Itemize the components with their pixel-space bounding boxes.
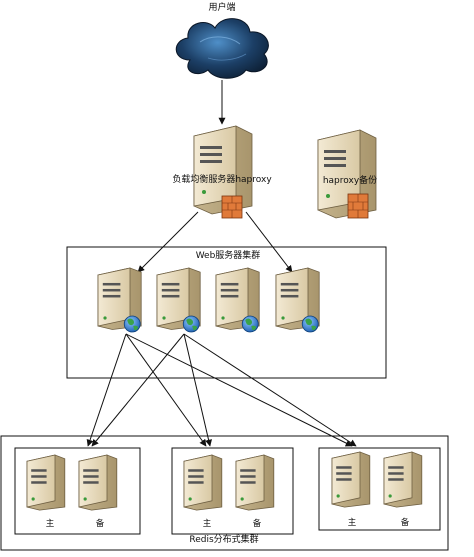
- redis-server-list: [26, 451, 423, 511]
- client-node: 用户端: [175, 1, 269, 79]
- lb-to-web4-arrow: [245, 211, 293, 273]
- globe-icon: [123, 315, 141, 333]
- web1-to-redis3-arrow: [125, 333, 353, 447]
- load-balancer-label: 负载均衡服务器haproxy: [172, 173, 272, 185]
- redis-slave-server-icon: [383, 451, 423, 508]
- web-server-icon: [275, 267, 320, 333]
- redis-group-border: [171, 447, 294, 535]
- redis-group-border: [14, 447, 141, 535]
- web-server-icon: [215, 267, 260, 333]
- client-label: 用户端: [208, 1, 235, 13]
- web1-to-redis1-arrow: [86, 333, 127, 447]
- globe-icon: [241, 315, 259, 333]
- firewall-brick-icon: [347, 193, 369, 219]
- haproxy-backup-node: haproxy备份: [317, 129, 377, 219]
- web1-to-redis2-arrow: [125, 333, 207, 447]
- web2-to-redis2-arrow: [183, 333, 212, 447]
- web-cluster-border: [66, 246, 387, 379]
- load-balancer-node: 负载均衡服务器haproxy: [172, 125, 272, 219]
- redis-group-2-slave-label: 备: [253, 518, 262, 529]
- redis-group-3-slave-label: 备: [401, 517, 410, 528]
- globe-icon: [182, 315, 200, 333]
- cloud-icon: [175, 18, 269, 79]
- haproxy-backup-label: haproxy备份: [323, 174, 377, 186]
- redis-cluster: 主 备 主 备 主 备 Redis分布式集群: [0, 435, 449, 551]
- redis-cluster-border: [0, 435, 449, 551]
- globe-icon: [301, 315, 319, 333]
- web-cluster: Web服务器集群: [66, 246, 387, 379]
- web-to-redis-arrows: [86, 333, 357, 447]
- redis-group-2-master-label: 主: [203, 518, 212, 529]
- redis-group-border: [318, 447, 441, 531]
- redis-master-server-icon: [183, 454, 223, 511]
- redis-group-1-master-label: 主: [46, 518, 55, 529]
- redis-cluster-label: Redis分布式集群: [189, 533, 258, 545]
- web-server-icon: [156, 267, 201, 333]
- redis-master-server-icon: [331, 451, 371, 508]
- lb-to-web1-arrow: [137, 211, 199, 273]
- redis-slave-server-icon: [78, 454, 118, 511]
- redis-group-1-slave-label: 备: [96, 518, 105, 529]
- redis-group-3-master-label: 主: [348, 517, 357, 528]
- server-firewall-icon: [317, 129, 377, 219]
- firewall-brick-icon: [221, 195, 243, 219]
- web2-to-redis3-arrow: [183, 333, 357, 447]
- web-server-icon: [97, 267, 142, 333]
- redis-slave-server-icon: [235, 454, 275, 511]
- web2-to-redis1-arrow: [91, 333, 185, 447]
- web-cluster-label: Web服务器集群: [196, 249, 261, 261]
- server-firewall-icon: [193, 125, 253, 219]
- redis-master-server-icon: [26, 454, 66, 511]
- web-server-list: [97, 267, 320, 333]
